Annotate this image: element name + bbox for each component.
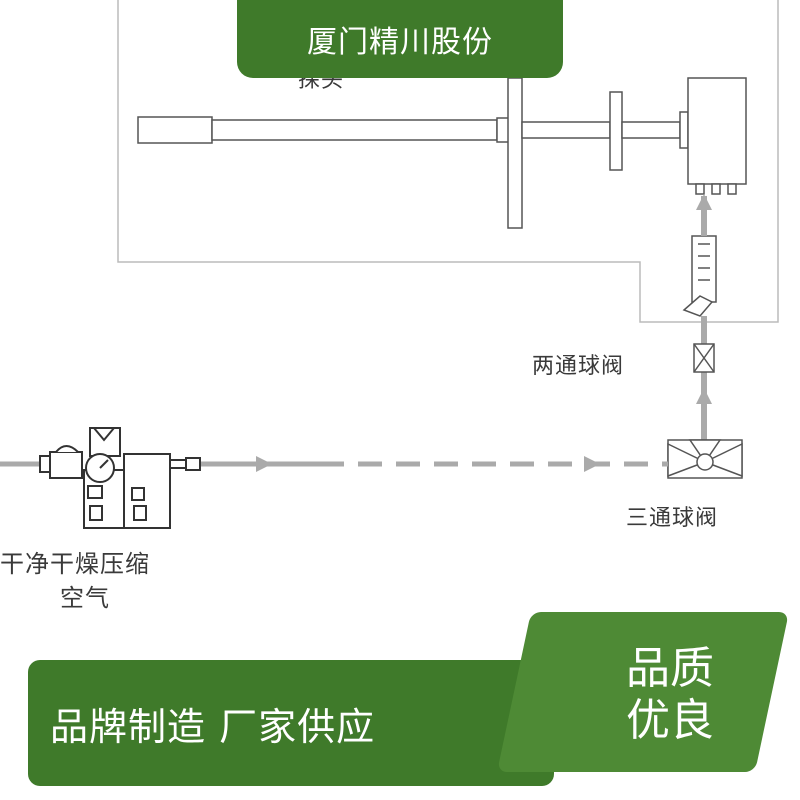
vertical-pipe [696, 194, 712, 440]
three-way-valve-symbol [667, 439, 743, 479]
air-supply-line [0, 456, 668, 472]
badge-line2: 优良 [626, 695, 714, 746]
air-label-line2: 空气 [60, 584, 110, 612]
three-way-valve-label: 三通球阀 [626, 506, 719, 531]
two-way-valve-label: 两通球阀 [532, 354, 625, 379]
company-banner: 厦门精川股份 [237, 0, 563, 78]
quality-badge: 品质 优良 [600, 620, 740, 770]
probe-assembly [137, 77, 747, 229]
enclosure-outline [117, 0, 779, 323]
air-label-line1: 干净干燥压缩 [0, 550, 150, 578]
two-way-valve-symbol [693, 343, 715, 373]
badge-line1: 品质 [626, 643, 714, 694]
slogan-banner: 品牌制造 厂家供应 [28, 660, 554, 786]
flowmeter [682, 235, 717, 317]
filter-regulator-unit [39, 427, 201, 529]
